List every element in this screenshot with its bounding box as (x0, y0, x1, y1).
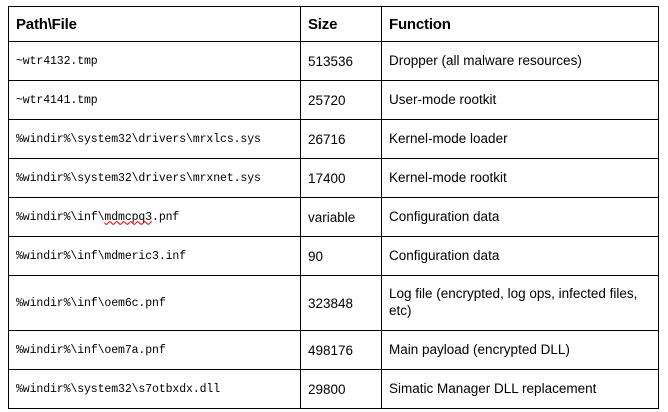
cell-size: 25720 (300, 80, 382, 120)
cell-function: User-mode rootkit (381, 80, 659, 120)
column-header-size: Size (300, 6, 382, 42)
table-header-row: Path\File Size Function (8, 6, 659, 42)
path-text: %windir%\inf\mdmeric3.inf (16, 249, 187, 263)
malware-file-table: Path\File Size Function ~wtr4132.tmp 5135… (8, 6, 659, 409)
cell-function: Log file (encrypted, log ops, infected f… (381, 275, 659, 331)
path-text: %windir%\inf\oem6c.pnf (16, 296, 166, 310)
table-row: %windir%\system32\drivers\mrxlcs.sys 2671… (8, 119, 659, 159)
path-text: %windir%\inf\ (16, 210, 105, 224)
path-text: ~wtr4141.tmp (16, 93, 98, 107)
cell-path-file: ~wtr4132.tmp (8, 41, 301, 81)
cell-size: 513536 (300, 41, 382, 81)
cell-function: Simatic Manager DLL replacement (381, 369, 659, 409)
cell-path-file: %windir%\system32\drivers\mrxnet.sys (8, 158, 301, 198)
path-text: %windir%\system32\s7otbxdx.dll (16, 382, 221, 396)
path-text: %windir%\inf\oem7a.pnf (16, 343, 166, 357)
cell-size: 17400 (300, 158, 382, 198)
table-header: Path\File Size Function (8, 6, 659, 42)
cell-size: 498176 (300, 330, 382, 370)
path-text: %windir%\system32\drivers\mrxnet.sys (16, 171, 261, 185)
cell-function: Main payload (encrypted DLL) (381, 330, 659, 370)
cell-size: variable (300, 197, 382, 237)
cell-function: Kernel-mode loader (381, 119, 659, 159)
cell-size: 29800 (300, 369, 382, 409)
cell-size: 90 (300, 236, 382, 276)
path-text: ~wtr4132.tmp (16, 54, 98, 68)
column-header-path-file: Path\File (8, 6, 301, 42)
spellcheck-underlined-text: mdmcpq3 (104, 210, 153, 224)
path-text: %windir%\system32\drivers\mrxlcs.sys (16, 132, 261, 146)
cell-path-file: %windir%\inf\mdmcpq3.pnf (8, 197, 301, 237)
malware-file-table-container: Path\File Size Function ~wtr4132.tmp 5135… (8, 6, 659, 409)
cell-function: Dropper (all malware resources) (381, 41, 659, 81)
cell-size: 26716 (300, 119, 382, 159)
cell-path-file: %windir%\system32\s7otbxdx.dll (8, 369, 301, 409)
cell-function: Configuration data (381, 197, 659, 237)
cell-path-file: ~wtr4141.tmp (8, 80, 301, 120)
cell-path-file: %windir%\inf\oem7a.pnf (8, 330, 301, 370)
cell-path-file: %windir%\inf\mdmeric3.inf (8, 236, 301, 276)
cell-function: Configuration data (381, 236, 659, 276)
column-header-function: Function (381, 6, 659, 42)
cell-path-file: %windir%\system32\drivers\mrxlcs.sys (8, 119, 301, 159)
cell-function: Kernel-mode rootkit (381, 158, 659, 198)
cell-size: 323848 (300, 275, 382, 331)
path-text-suffix: .pnf (152, 210, 180, 224)
table-row: %windir%\system32\drivers\mrxnet.sys 1740… (8, 158, 659, 198)
cell-path-file: %windir%\inf\oem6c.pnf (8, 275, 301, 331)
